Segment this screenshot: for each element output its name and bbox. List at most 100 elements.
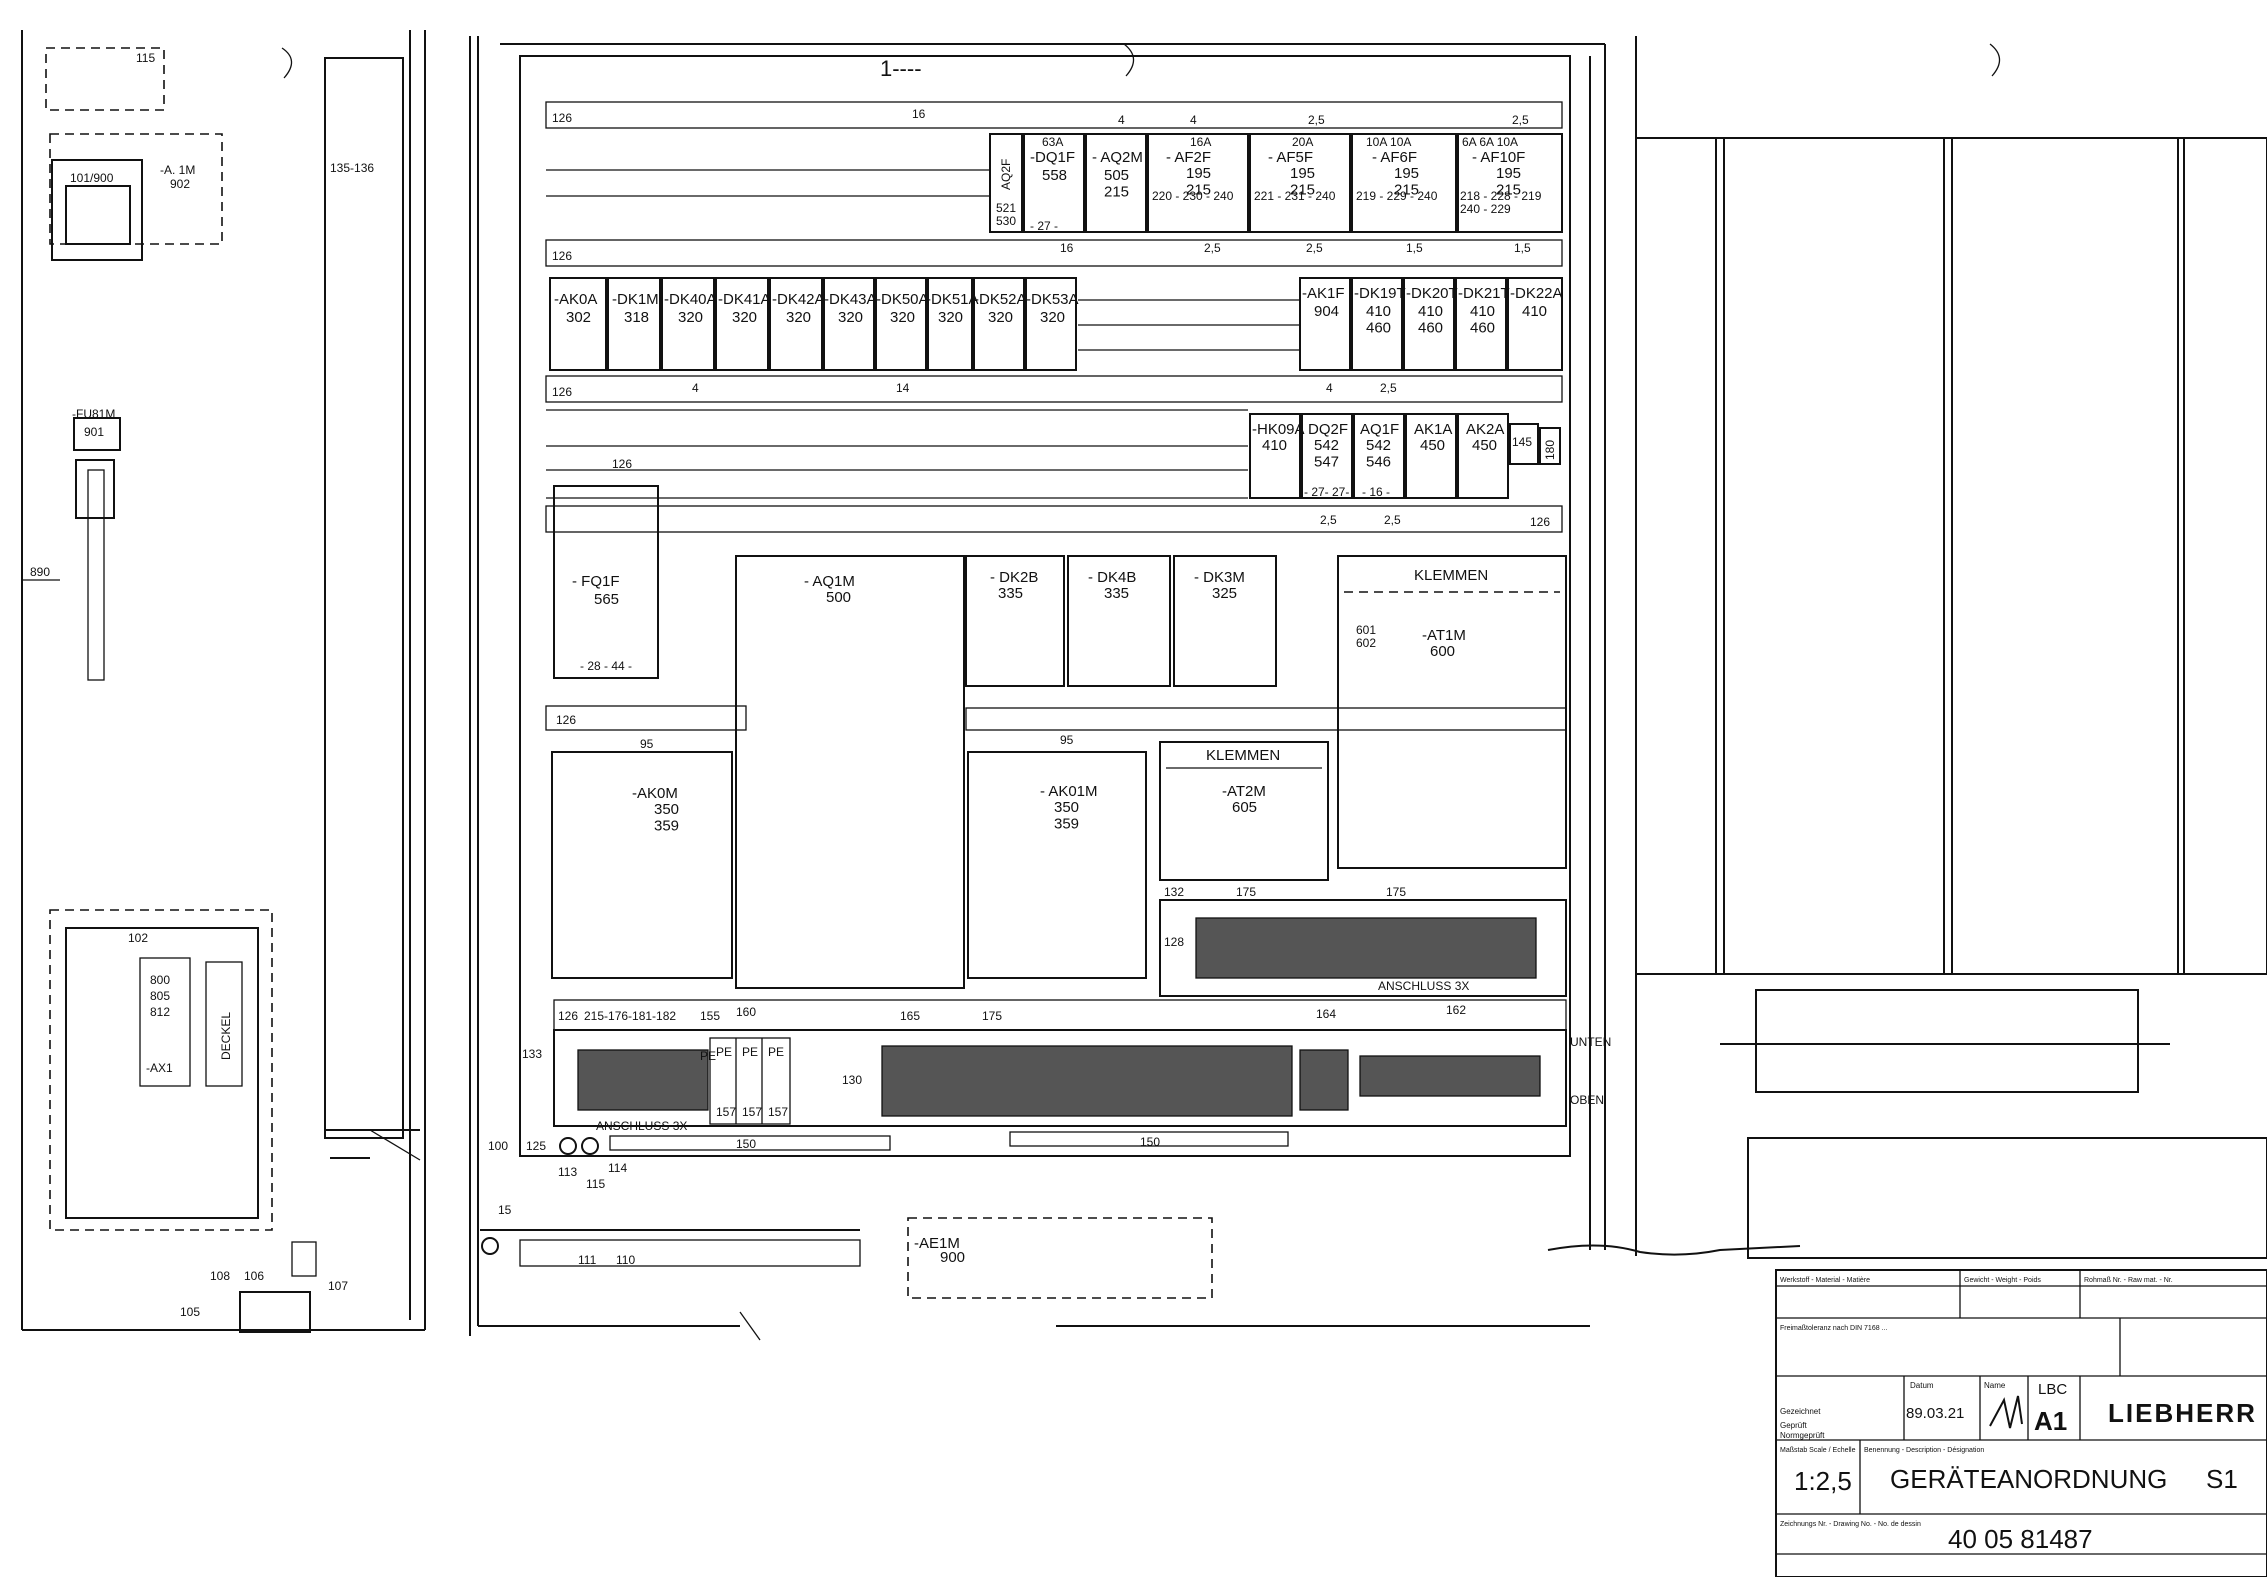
pe-1: PE <box>716 1045 732 1059</box>
bs-left-115: 115 <box>586 1177 605 1191</box>
tb-scale: 1:2,5 <box>1794 1466 1852 1496</box>
tb-drawing-no: 40 05 81487 <box>1948 1524 2093 1554</box>
punch-1 <box>281 47 293 79</box>
bs-left-100: 100 <box>488 1139 508 1153</box>
label-108: 108 <box>210 1269 230 1283</box>
row2: -AK0A 302 -DK1M 318 -DK40A 320 -DK41A 32… <box>549 277 1563 371</box>
dk19t-name: -DK19T <box>1354 285 1406 302</box>
punch-2 <box>1123 43 1135 77</box>
dq1f-bottom: - 27 - <box>1030 219 1058 233</box>
ak0a-name: -AK0A <box>554 291 597 308</box>
label-106: 106 <box>244 1269 264 1283</box>
tb-row-gezeichnet: Gezeichnet <box>1780 1407 1821 1416</box>
mid-row: - FQ1F 565 - 28 - 44 - - AQ1M 500 - DK2B… <box>553 485 1567 989</box>
dq1f-top: 63A <box>1042 135 1063 149</box>
ak01m-top: 95 <box>1060 733 1074 747</box>
row2-below-1: 4 <box>692 381 699 395</box>
door-item-2: 805 <box>150 989 170 1003</box>
bs-label-5: 165 <box>900 1009 920 1023</box>
bs-unten: UNTEN <box>1570 1035 1611 1049</box>
ak0m-name: -AK0M <box>632 785 678 802</box>
at2m-name: -AT2M <box>1222 783 1266 800</box>
top-mark: 1---- <box>880 56 922 81</box>
tb-lbc: LBC <box>2038 1381 2067 1398</box>
bs-label-3: 155 <box>700 1009 720 1023</box>
ak2a-val: 450 <box>1472 437 1497 454</box>
af5f-top: 20A <box>1292 135 1313 149</box>
dk2b-val: 335 <box>998 585 1023 602</box>
af6f-name: - AF6F <box>1372 149 1417 166</box>
dk1m-val: 318 <box>624 309 649 326</box>
ak1f-val: 904 <box>1314 303 1339 320</box>
label-135-136: 135-136 <box>330 161 374 175</box>
tb-header-3: Rohmaß Nr. - Raw mat. - Nr. <box>2084 1277 2173 1284</box>
dk52a-name: -DK52A <box>974 291 1027 308</box>
bs-label-4: 160 <box>736 1005 756 1019</box>
dk43a-val: 320 <box>838 309 863 326</box>
dk2b-name: - DK2B <box>990 569 1038 586</box>
af6f-top: 10A 10A <box>1366 135 1411 149</box>
term-top-1: 132 <box>1164 885 1184 899</box>
at2m-val: 605 <box>1232 799 1257 816</box>
tb-benennung: Benennung - Description - Désignation <box>1864 1447 1984 1454</box>
label-101-900: 101/900 <box>70 171 114 185</box>
base: 15 111 110 -AE1M 900 <box>478 1203 1801 1341</box>
pe-val-2: 157 <box>742 1105 762 1119</box>
bs-label-8: 162 <box>1446 1003 1466 1017</box>
label-890: 890 <box>30 565 50 579</box>
aq2m-name: - AQ2M <box>1092 149 1143 166</box>
punch-3 <box>1989 43 2001 77</box>
rail1-mark: 16 <box>912 107 926 121</box>
term-top-2: 175 <box>1236 885 1256 899</box>
tb-note-1: Freimaßtoleranz nach DIN 7168 ... <box>1780 1325 1887 1332</box>
tb-title: GERÄTEANORDNUNG <box>1890 1464 2167 1494</box>
klemmen2-title: KLEMMEN <box>1206 747 1280 764</box>
pe-3: PE <box>768 1045 784 1059</box>
pe-val-3: 157 <box>768 1105 788 1119</box>
base-15: 15 <box>498 1203 512 1217</box>
row1-above-2: 4 <box>1190 113 1197 127</box>
dk20t-name: -DK20T <box>1406 285 1458 302</box>
tb-row-datum: Datum <box>1910 1381 1934 1390</box>
ak1f-name: -AK1F <box>1302 285 1345 302</box>
row1-below-3: 2,5 <box>1306 241 1323 255</box>
mid-rail-label: 126 <box>556 713 576 727</box>
af5f-name: - AF5F <box>1268 149 1313 166</box>
dk21t-name: -DK21T <box>1458 285 1510 302</box>
rail2-label: 126 <box>552 249 572 263</box>
bs-label-6: 175 <box>982 1009 1002 1023</box>
bs-label-1: 126 <box>558 1009 578 1023</box>
row2-below-3: 4 <box>1326 381 1333 395</box>
aq1f-name: AQ1F <box>1360 421 1399 438</box>
label-901: 901 <box>84 425 104 439</box>
label-115: 115 <box>136 51 155 65</box>
dk3m-name: - DK3M <box>1194 569 1245 586</box>
tb-format: A1 <box>2034 1406 2067 1436</box>
row3-below-3: 126 <box>1530 515 1550 529</box>
dk42a-name: -DK42A <box>772 291 825 308</box>
right-panel <box>1635 36 2267 1259</box>
title-block: Werkstoff - Material - Matière Gewicht -… <box>1775 1269 2267 1577</box>
bottom-strip: 126 215-176-181-182 155 160 165 175 164 … <box>488 999 1611 1191</box>
tb-company: LIEBHERR <box>2108 1398 2257 1428</box>
bs-130: 130 <box>842 1073 862 1087</box>
bs-oben: OBEN <box>1570 1093 1604 1107</box>
dk1m-name: -DK1M <box>612 291 659 308</box>
row1-below-1: 16 <box>1060 241 1074 255</box>
dk50a-val: 320 <box>890 309 915 326</box>
dk43a-name: -DK43A <box>824 291 877 308</box>
at1m-name: -AT1M <box>1422 627 1466 644</box>
af2f-name: - AF2F <box>1166 149 1211 166</box>
tb-massstab: Maßstab Scale / Echelle <box>1780 1447 1856 1454</box>
